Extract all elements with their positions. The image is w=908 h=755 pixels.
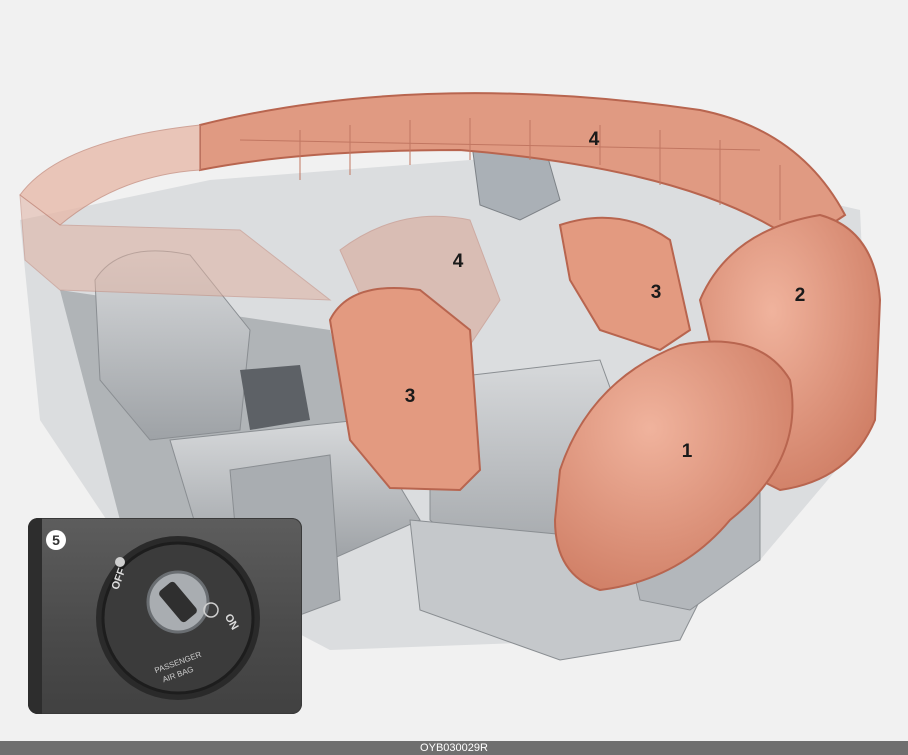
callout-curtain-top: 4 xyxy=(589,129,600,151)
callout-side-rear: 3 xyxy=(405,386,416,408)
callout-curtain-mid: 4 xyxy=(453,251,464,273)
key-switch xyxy=(28,518,302,714)
callout-front-driver: 1 xyxy=(682,441,693,463)
callout-front-passenger: 2 xyxy=(795,285,806,307)
callout-side-front: 3 xyxy=(651,282,662,304)
figure-code-bar: OYB030029R xyxy=(0,741,908,755)
passenger-airbag-switch-inset: 5 OFF ON PASSENGER AIR BAG xyxy=(28,518,302,714)
